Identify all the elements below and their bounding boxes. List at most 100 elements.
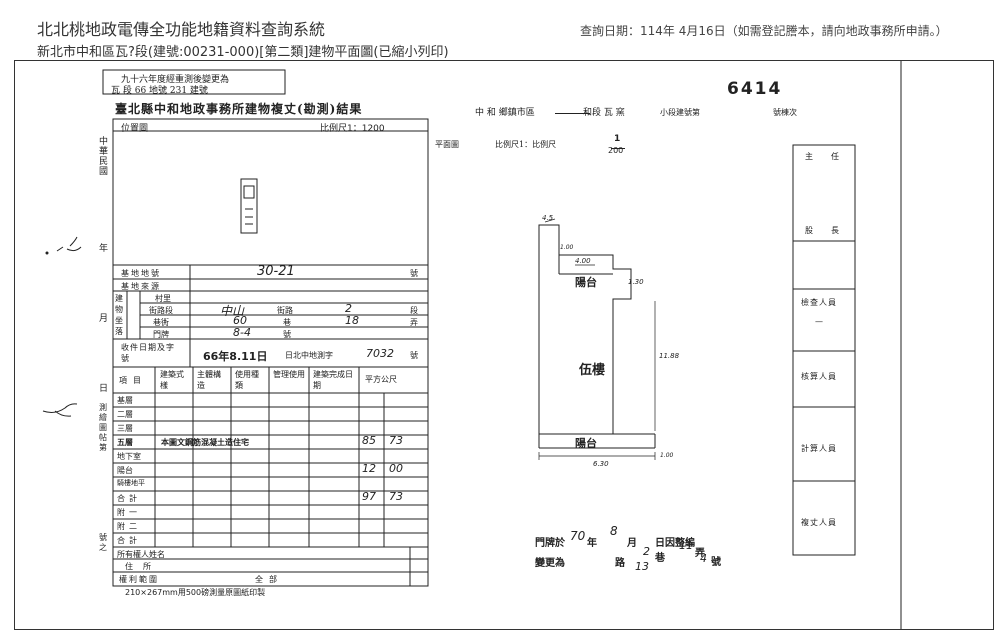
door-change-line1-prefix: 門牌於 (535, 538, 565, 549)
paper-note: 210×267mm用500磅測量原圖紙印製 (125, 588, 266, 597)
calculator-label: 計算人員 (801, 444, 837, 453)
door-change-road-suffix: 路 (615, 558, 625, 569)
street-label: 街路段 (149, 306, 173, 315)
door-change-alley-suffix: 弄 (695, 548, 705, 559)
position-map-scale: 比例尺1：1200 (320, 124, 385, 134)
row-label: 地下室 (117, 452, 141, 461)
receipt-value: 66年8.11日 (203, 350, 268, 363)
row-label: 附二 (117, 522, 141, 531)
surveyor-label: 核算人員 (801, 372, 837, 381)
chief-label: 主任 (805, 152, 857, 161)
document-subtitle: 新北市中和區瓦?段(建號:00231-000)[第二類]建物平面圖(已縮小列印) (37, 45, 449, 60)
door-change-year: 70 (570, 529, 586, 543)
street-value: 中山 (220, 304, 245, 318)
receipt-suffix: 號 (410, 351, 418, 360)
lane-value: 60 (233, 314, 247, 327)
row-label: 合計 (117, 536, 141, 545)
row-label: 騎樓地平 (117, 479, 145, 487)
floor-label: 伍樓 (579, 363, 606, 378)
village-label: 村里 (155, 294, 171, 303)
dim-top-left: 4.5 (542, 214, 554, 222)
door-change-line2-prefix: 變更為 (535, 558, 565, 569)
location-township: 中 和 鄉鎮市區 (475, 108, 535, 118)
door-change-month: 8 (610, 524, 618, 538)
street-mid: 街路 (277, 306, 293, 315)
col-item: 項目 (119, 376, 147, 385)
location-section: 和段 瓦 窯 (583, 108, 625, 118)
row-area-dec: 00 (389, 462, 403, 475)
row-label: 二層 (117, 410, 133, 419)
margin-day: 日 (99, 384, 109, 394)
drafter-label: 複丈人員 (801, 518, 837, 527)
base-lot-label: 基地地號 (121, 269, 161, 278)
receipt-office: 日北中地測字 (285, 351, 333, 360)
receipt-number: 7032 (366, 347, 394, 360)
position-map-label: 位置圖 (121, 124, 149, 134)
page-title: 北北桃地政電傳全功能地籍資料查詢系統 (37, 20, 326, 39)
row-area-int: 85 (362, 434, 376, 447)
floor-plan-label: 平面圖 (435, 140, 459, 149)
dim-bottom-side: 1.00 (660, 452, 674, 459)
floor-plan-scale: 比例尺1：比例尺 (495, 140, 557, 149)
dim-width-top: 4.00 (575, 257, 591, 265)
door-value: 8-4 (233, 326, 251, 339)
row-label: 陽台 (117, 466, 133, 475)
street-no: 2 (345, 302, 352, 315)
balcony-bottom-label: 陽台 (575, 437, 597, 450)
row-note: 本圖文鋼筋混凝土造住宅 (161, 437, 249, 447)
row-label: 合計 (117, 494, 141, 503)
row-label: 基層 (117, 396, 133, 405)
change-note-line2: 瓦 段 66 地號 231 建號 (111, 86, 208, 96)
street-suffix: 段 (410, 306, 418, 315)
margin-drawing-no: 測繪圖帖第 (99, 403, 107, 452)
inspector-label: 檢查人員 (801, 298, 837, 307)
base-source-label: 基地來源 (121, 282, 161, 291)
row-area-int: 97 (362, 490, 376, 503)
address-label: 住所 (125, 562, 161, 571)
location-building-no: 號棟次 (773, 108, 797, 117)
col-use-type: 使用種類 (235, 370, 259, 390)
serial-number: 6414 (727, 79, 783, 99)
door-change-number: 13 (635, 560, 649, 573)
location-subsection: 小段建號第 (660, 108, 700, 117)
building-plan-document: 九十六年度經重測後變更為 瓦 段 66 地號 231 建號 臺北縣中和地政事務所… (14, 60, 994, 630)
row-label: 附一 (117, 508, 141, 517)
row-area-dec: 73 (389, 434, 403, 447)
col-mgmt-use: 管理使用 (273, 370, 305, 379)
floor-plan-scale-numerator: 1 (614, 134, 621, 144)
rights-label: 權利範圍 (119, 575, 159, 584)
door-change-line1-end: 日因整編 (655, 538, 695, 549)
rights-value: 全部 (255, 575, 283, 584)
section-head-label: 股長 (805, 226, 857, 235)
col-main-structure: 主體構造 (197, 370, 221, 390)
base-lot-value: 30-21 (257, 264, 295, 279)
row-area-int: 12 (362, 462, 376, 475)
balcony-top-label: 陽台 (575, 276, 597, 289)
margin-month: 月 (99, 314, 109, 324)
door-change-alley: 11 (679, 539, 693, 552)
dim-offset: 1.00 (560, 244, 574, 251)
door-label: 門牌 (153, 330, 169, 339)
dim-width-bottom: 6.30 (593, 460, 609, 468)
col-completion: 建築完成日期 (313, 370, 353, 390)
col-area: 平方公尺 (365, 375, 397, 384)
lane-label: 巷衖 (153, 318, 169, 327)
door-change-month-suffix: 月 (627, 538, 637, 549)
floor-plan-scale-denominator: 200 (608, 146, 624, 155)
row-label: 五層 (117, 437, 133, 447)
row-area-dec: 73 (389, 490, 403, 503)
receipt-label: 收件日期及字號 (121, 343, 175, 363)
dim-length: 11.88 (659, 352, 680, 360)
alley-suffix: 弄 (410, 318, 418, 327)
door-change-year-suffix: 年 (587, 538, 597, 549)
col-structure: 建築式樣 (160, 370, 184, 390)
base-lot-suffix: 號 (410, 269, 418, 278)
owner-label: 所有權人姓名 (117, 550, 165, 559)
building-location-label: 建物坐落 (115, 294, 123, 336)
door-change-number-value: 4 (700, 552, 707, 565)
door-suffix: 號 (283, 330, 291, 339)
form-title: 臺北縣中和地政事務所建物複丈(勘測)結果 (115, 102, 363, 116)
row-label: 三層 (117, 424, 133, 433)
margin-era: 中華民國 (99, 137, 109, 177)
inspector-mark: — (815, 317, 823, 326)
